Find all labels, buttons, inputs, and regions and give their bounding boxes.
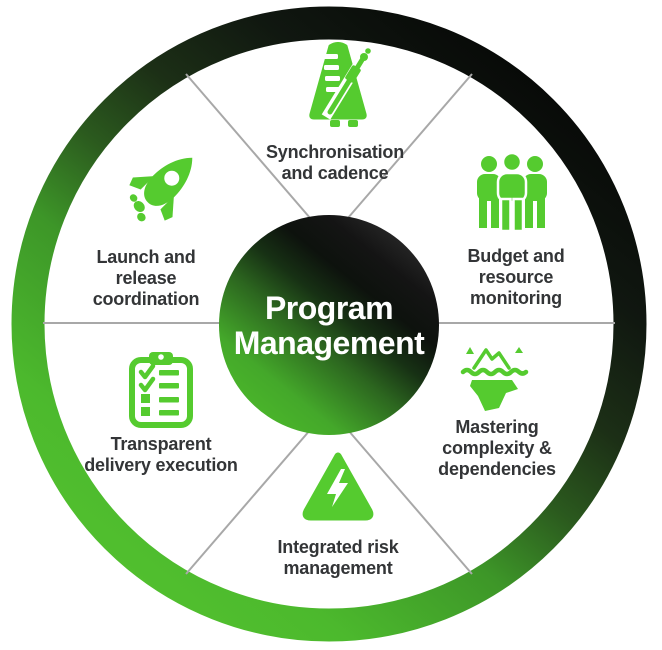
lightning-bolt (327, 469, 348, 507)
person-right (523, 156, 547, 228)
metronome-icon (309, 42, 371, 127)
clipboard-checklist-icon (129, 352, 193, 428)
warning-bolt-icon (302, 452, 374, 521)
segment-label-synchronisation: Synchronisation and cadence (265, 142, 405, 183)
segment-label-delivery: Transparent delivery execution (84, 434, 238, 475)
center-title: Program Management (233, 290, 425, 361)
rocket-icon (129, 157, 193, 222)
segment-label-budget: Budget and resource monitoring (467, 246, 565, 308)
team-icon (477, 152, 547, 232)
person-center (496, 152, 528, 232)
center-circle (219, 215, 439, 435)
iceberg-icon (460, 347, 529, 411)
person-left (477, 156, 501, 228)
segment-label-launch: Launch and release coordination (92, 247, 200, 309)
segment-label-risk: Integrated risk management (277, 537, 399, 578)
rocket-window (164, 170, 180, 186)
segment-label-complexity: Mastering complexity & dependencies (438, 417, 556, 479)
outer-ring (11, 6, 647, 642)
